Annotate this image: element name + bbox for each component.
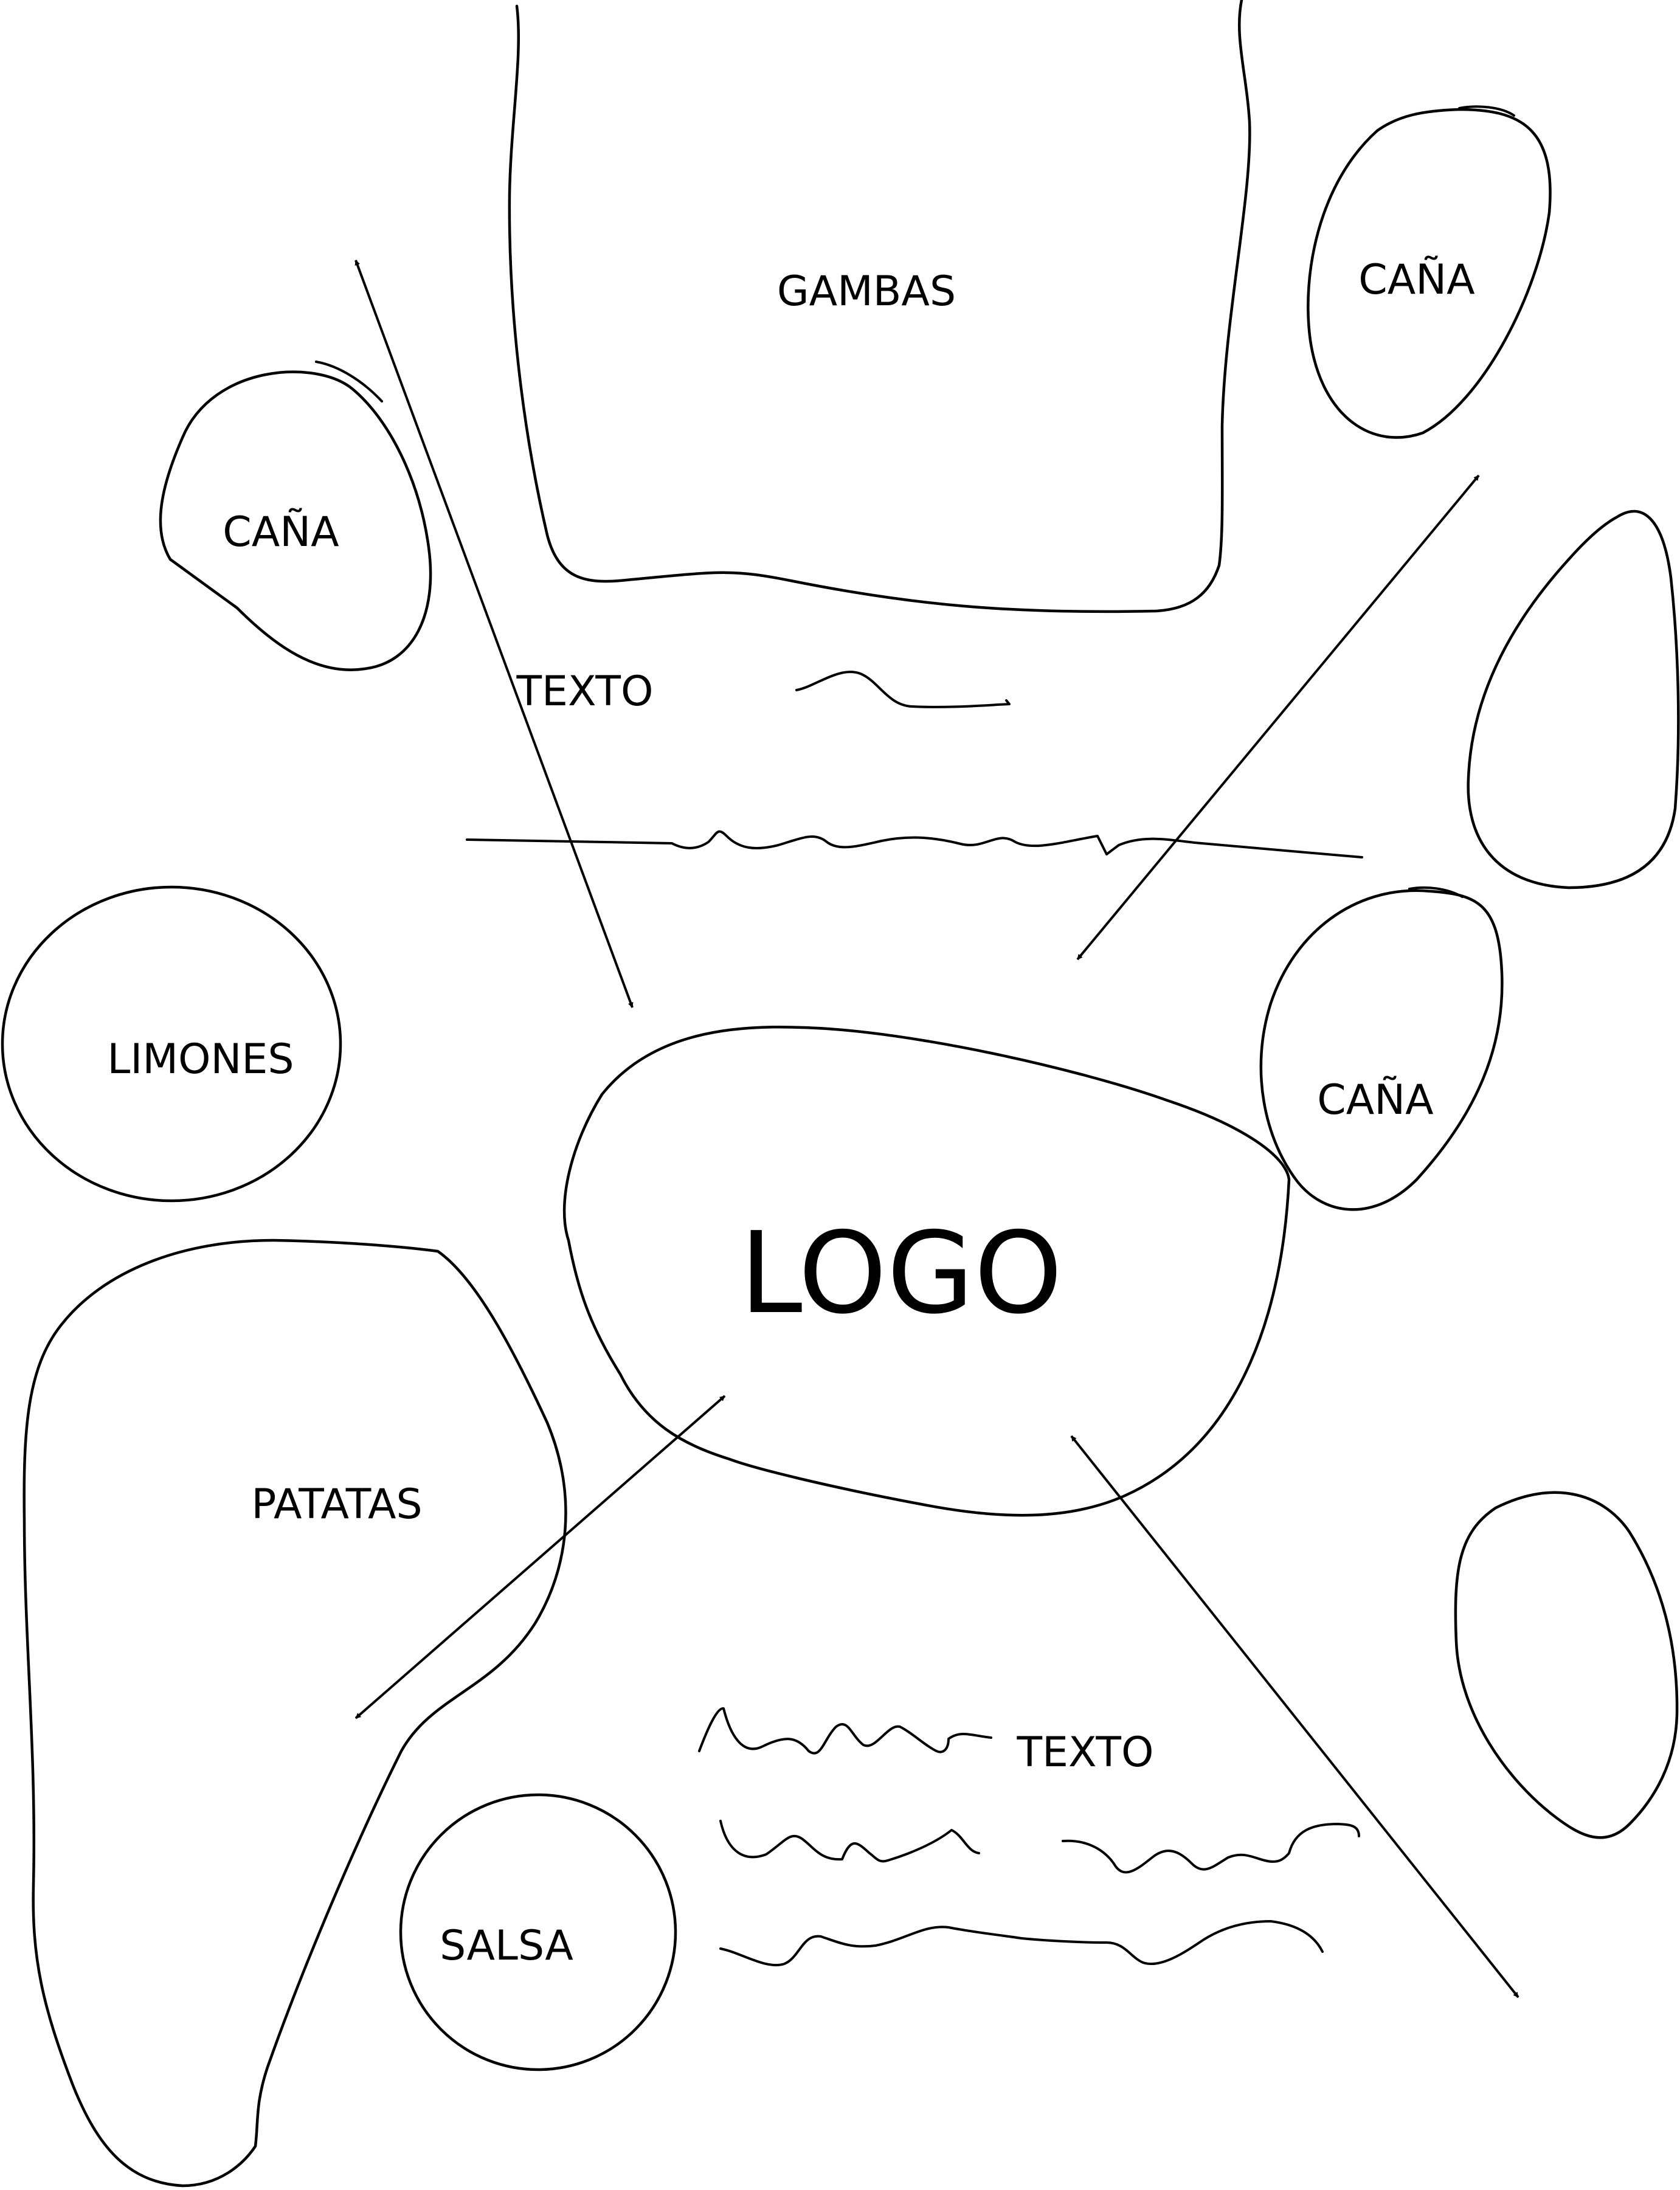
teardrop-top-right-shape: [1467, 510, 1680, 889]
cana-middle-right-label: CAÑA: [1317, 1076, 1433, 1124]
texto-top-label: TEXTO: [516, 668, 654, 716]
arrow-topleft-to-logo: [354, 260, 634, 1008]
limones-shape: [1, 885, 342, 1203]
logo-label: LOGO: [739, 1207, 1062, 1339]
text-placeholder-line-3: [698, 1707, 992, 1755]
cana-left-stroke: [315, 361, 383, 402]
cana-top-right-label: CAÑA: [1358, 255, 1474, 304]
arrow-topright-to-logo: [1076, 474, 1480, 961]
patatas-label: PATATAS: [251, 1480, 422, 1529]
text-placeholder-line-4: [719, 1820, 980, 1863]
text-placeholder-line-5: [1062, 1823, 1360, 1874]
patatas-shape: [22, 1238, 567, 2188]
text-placeholder-line-1: [795, 671, 1011, 708]
limones-label: LIMONES: [107, 1035, 294, 1083]
gambas-label: GAMBAS: [777, 268, 956, 316]
arrow-logo-to-patatas: [354, 1395, 726, 1719]
arrow-logo-to-bottomright: [1070, 1435, 1519, 1998]
text-placeholder-line-2: [466, 830, 1363, 858]
texto-bottom-label: TEXTO: [1017, 1729, 1154, 1777]
salsa-label: SALSA: [440, 1922, 573, 1970]
cana-top-right-stroke: [1458, 105, 1515, 117]
salsa-shape: [399, 1793, 677, 2071]
cana-top-right-shape: [1307, 108, 1552, 439]
cana-middle-right-shape: [1259, 889, 1504, 1211]
text-placeholder-line-6: [719, 1920, 1324, 1967]
blob-bottom-right-shape: [1454, 1491, 1679, 1839]
cana-left-label: CAÑA: [223, 508, 339, 556]
